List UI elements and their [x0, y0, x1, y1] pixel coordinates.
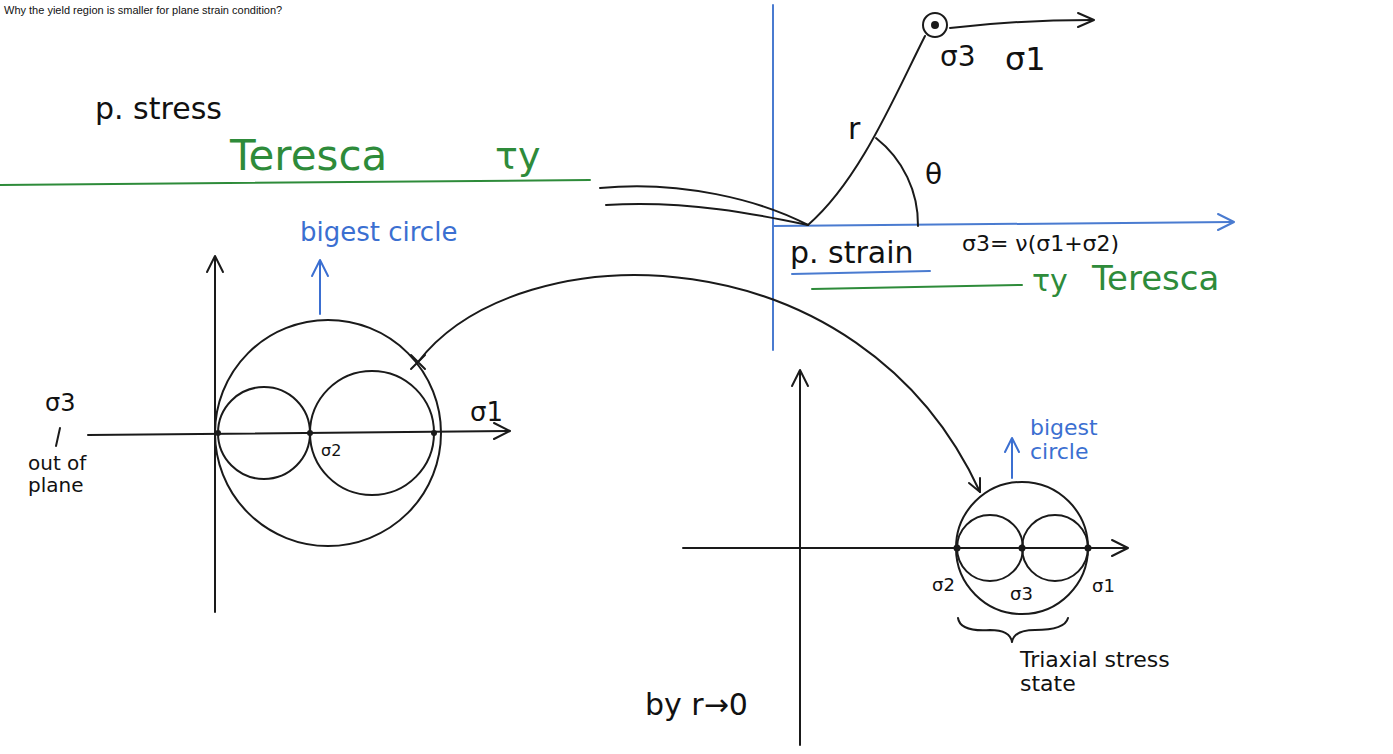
stress-symbol: σ2: [932, 575, 955, 595]
stress-formula: σ3= ν(σ1+σ2): [962, 232, 1119, 256]
crack-axes: [773, 5, 1234, 350]
tresca-limit-line: [0, 180, 590, 185]
tresca-limit-line: [812, 285, 1022, 289]
stress-symbol: σ3: [1010, 584, 1033, 604]
limit-note: by r→0: [645, 688, 748, 721]
state-note: Triaxial stress state: [1020, 648, 1180, 696]
yield-shear: τy: [495, 136, 540, 178]
stress-symbol: σ1: [1005, 42, 1046, 77]
stress-symbol: σ1: [470, 398, 503, 427]
case-heading: p. stress: [95, 92, 222, 125]
axis-note: out of plane: [28, 452, 123, 496]
stress-symbol: σ1: [1092, 576, 1115, 596]
comparison-arrow: [411, 275, 980, 492]
criterion-name: Teresca: [1092, 260, 1219, 297]
case-heading: p. strain: [790, 236, 914, 269]
yield-shear: τy: [1032, 264, 1068, 297]
circle-note: bigest circle: [300, 218, 457, 247]
polar-angle: θ: [925, 160, 942, 191]
stress-symbol: σ3: [45, 390, 75, 416]
criterion-name: Teresca: [230, 133, 387, 179]
stress-symbol: σ2: [321, 442, 341, 460]
pointer-arrow: [312, 260, 1019, 478]
polar-radius: r: [848, 112, 860, 145]
circle-note: bigest circle: [1030, 416, 1120, 464]
stress-symbol: σ3: [940, 42, 976, 73]
plane-stress-mohr: [56, 256, 510, 612]
crack-sketch: [600, 13, 1094, 226]
page-title: Why the yield region is smaller for plan…: [4, 4, 282, 16]
